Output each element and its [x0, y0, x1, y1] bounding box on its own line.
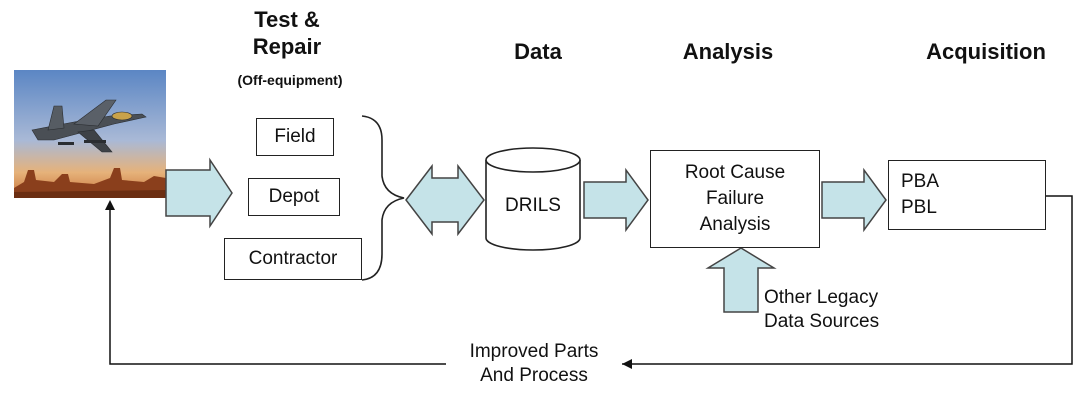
- box-root-cause-analysis: Root Cause Failure Analysis: [650, 150, 820, 248]
- fighter-jet-photo: [14, 70, 166, 198]
- header-analysis: Analysis: [682, 39, 774, 64]
- feedback-arrowhead-up: [105, 200, 115, 210]
- legacy-sources-label: Other Legacy Data Sources: [764, 287, 880, 332]
- double-arrow-repair-drils: [405, 163, 485, 237]
- box-contractor: Contractor: [224, 238, 362, 280]
- feedback-label: Improved Parts And Process: [469, 341, 599, 386]
- header-test-repair-title: Test & Repair: [252, 7, 322, 59]
- fighter-jet-illustration: [14, 70, 166, 198]
- header-data: Data: [514, 39, 562, 64]
- curly-brace: [361, 115, 405, 281]
- feedback-line-left: [109, 206, 446, 365]
- arrow-legacy-to-analysis: [705, 247, 777, 313]
- box-field-label: Field: [274, 126, 316, 147]
- drils-cylinder: [485, 147, 581, 251]
- drils-label: DRILS: [505, 195, 561, 216]
- arrow-analysis-to-acquisition: [821, 167, 887, 233]
- box-field: Field: [256, 118, 334, 156]
- box-pba-pbl-label: PBA PBL: [901, 171, 940, 218]
- arrow-drils-to-analysis: [583, 167, 649, 233]
- header-test-repair: Test & Repair: [232, 6, 342, 60]
- feedback-arrowhead-left: [622, 359, 632, 369]
- box-root-cause-label: Root Cause Failure Analysis: [684, 162, 786, 235]
- box-pba-pbl: PBA PBL: [888, 160, 1046, 230]
- box-depot: Depot: [248, 178, 340, 216]
- box-contractor-label: Contractor: [248, 248, 338, 269]
- arrow-photo-to-repair: [165, 157, 233, 229]
- header-off-equipment: (Off-equipment): [237, 72, 343, 88]
- box-depot-label: Depot: [268, 186, 320, 207]
- feedback-line-right: [622, 195, 1073, 365]
- header-acquisition: Acquisition: [926, 39, 1046, 64]
